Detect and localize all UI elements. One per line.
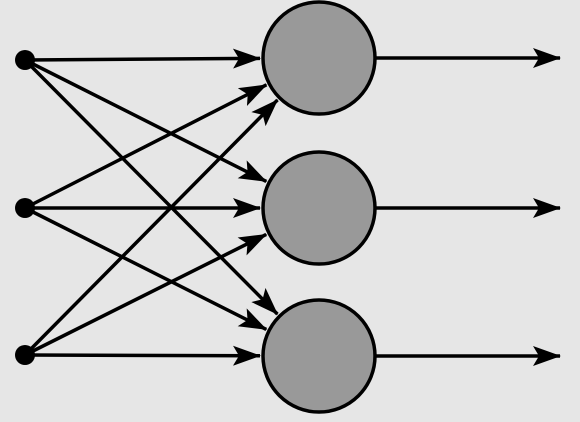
neuron-circle-neuron-3 — [261, 298, 377, 414]
connection-layer — [23, 48, 279, 366]
input-node-input-1 — [15, 50, 35, 70]
connection-arrow-input-2-to-neuron-3 — [24, 206, 268, 332]
input-layer — [15, 50, 35, 365]
connection-arrow-input-1-to-neuron-1 — [24, 48, 262, 69]
connection-arrow-input-3-to-neuron-2 — [24, 232, 268, 357]
connection-arrow-input-3-to-neuron-3 — [24, 345, 262, 366]
input-node-input-2 — [15, 198, 35, 218]
neuron-circle-neuron-1 — [261, 0, 377, 116]
connection-arrow-input-2-to-neuron-1 — [24, 83, 268, 210]
input-node-input-3 — [15, 345, 35, 365]
neuron-circle-neuron-2 — [261, 150, 377, 266]
connection-arrow-input-1-to-neuron-3 — [23, 58, 279, 316]
connection-arrow-input-3-to-neuron-1 — [23, 98, 279, 357]
neuron-layer — [261, 0, 377, 414]
output-layer — [375, 48, 561, 366]
connection-arrow-input-1-to-neuron-2 — [24, 58, 268, 184]
